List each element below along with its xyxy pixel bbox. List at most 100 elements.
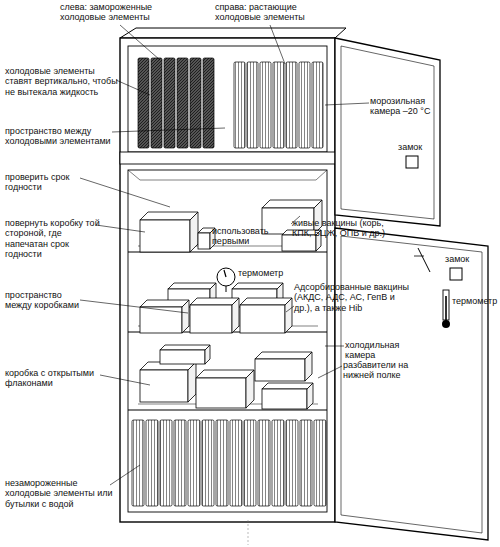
lock-symbol bbox=[450, 268, 462, 280]
cold-pack bbox=[160, 420, 172, 506]
callout-label: замок bbox=[398, 142, 438, 152]
box-side bbox=[188, 362, 196, 402]
leader-line bbox=[110, 465, 140, 485]
cold-pack bbox=[273, 62, 284, 148]
box-front bbox=[196, 378, 246, 408]
box-top bbox=[160, 345, 210, 350]
box-top bbox=[196, 370, 254, 378]
cold-pack bbox=[146, 420, 158, 506]
callout-label: незамороженные холодовые элементы или бу… bbox=[5, 478, 120, 509]
callout-label: слева: замороженные холодовые элементы bbox=[60, 2, 170, 23]
cold-pack bbox=[244, 420, 256, 506]
leader-line bbox=[100, 375, 150, 385]
box-front bbox=[240, 305, 285, 333]
callout-label: справа: растающие холодовые элементы bbox=[215, 2, 345, 23]
vaccine-box bbox=[160, 345, 210, 364]
fridge-door bbox=[335, 228, 488, 540]
thermometer-holder bbox=[414, 256, 424, 257]
callout-label: замок bbox=[445, 254, 485, 264]
vaccine-box bbox=[140, 300, 189, 333]
cold-pack bbox=[230, 420, 242, 506]
cold-pack bbox=[203, 58, 214, 148]
cold-pack bbox=[188, 420, 200, 506]
box-side bbox=[205, 345, 210, 364]
dial-face bbox=[217, 268, 235, 286]
box-side bbox=[190, 212, 198, 252]
box-side bbox=[232, 298, 239, 333]
leader-line bbox=[325, 103, 369, 105]
callout-label: холодильная камера bbox=[345, 340, 430, 361]
vaccine-box bbox=[262, 383, 313, 409]
cabinet-body bbox=[120, 38, 335, 522]
lock-symbol bbox=[406, 156, 418, 168]
callout-label: Адсорбированные вакцины (АКДС, АДС, АС, … bbox=[294, 282, 412, 313]
vaccine-box bbox=[190, 298, 239, 333]
cold-pack bbox=[272, 420, 284, 506]
box-top bbox=[262, 383, 313, 389]
box-top bbox=[140, 212, 198, 220]
box-front bbox=[140, 307, 182, 333]
cold-pack bbox=[258, 420, 270, 506]
callout-label: проверить срок годности bbox=[5, 172, 90, 193]
cold-pack bbox=[216, 420, 228, 506]
thermometer-holder bbox=[418, 248, 430, 272]
box-top bbox=[262, 200, 322, 208]
thermometer-dial bbox=[217, 268, 235, 292]
box-front bbox=[160, 350, 205, 364]
cold-pack bbox=[286, 420, 298, 506]
vaccine-box bbox=[255, 352, 312, 381]
box-front bbox=[140, 220, 190, 252]
vaccine-box bbox=[140, 212, 198, 252]
vaccine-box bbox=[140, 362, 196, 402]
callout-label: повернуть коробку той стороной, где напе… bbox=[5, 218, 105, 259]
cold-pack bbox=[132, 420, 144, 506]
leader-group bbox=[80, 25, 369, 485]
box-front bbox=[255, 359, 305, 381]
leader-line bbox=[96, 225, 145, 232]
cold-pack bbox=[234, 62, 245, 148]
leader-line bbox=[325, 346, 344, 347]
cold-pack bbox=[260, 62, 271, 148]
cold-pack bbox=[151, 58, 162, 148]
vaccine-box bbox=[240, 298, 292, 333]
leader-line bbox=[112, 128, 225, 132]
cold-pack bbox=[286, 62, 297, 148]
perspective-line bbox=[128, 170, 140, 180]
shelf bbox=[128, 409, 327, 410]
leader-line bbox=[318, 366, 342, 378]
box-front bbox=[198, 233, 210, 249]
callout-label: использовать первыми bbox=[212, 226, 274, 247]
leader-line bbox=[270, 25, 285, 64]
box-top bbox=[255, 352, 312, 359]
callout-label: термометр bbox=[452, 296, 500, 306]
dial-needle bbox=[224, 270, 226, 277]
shelf-group bbox=[128, 246, 327, 410]
box-top bbox=[190, 298, 239, 305]
thermometer-mercury bbox=[445, 296, 447, 322]
callout-label: термометр bbox=[238, 268, 298, 278]
callout-label: холодовые элементы ставят вертикально, ч… bbox=[5, 66, 120, 97]
back-wall-line bbox=[140, 180, 316, 181]
callout-label: морозильная камера –20 °С bbox=[370, 96, 432, 117]
cold-pack bbox=[174, 420, 186, 506]
box-side bbox=[182, 300, 189, 333]
vaccine-box bbox=[196, 370, 254, 408]
cold-pack bbox=[164, 58, 175, 148]
leader-line bbox=[286, 306, 294, 312]
compartment-separator bbox=[120, 152, 335, 164]
cold-pack bbox=[177, 58, 188, 148]
box-side bbox=[305, 352, 312, 381]
fridge-door-inner bbox=[341, 236, 482, 533]
cold-pack bbox=[300, 420, 312, 506]
box-side bbox=[285, 298, 292, 333]
cold-pack bbox=[202, 420, 214, 506]
cold-pack bbox=[299, 62, 310, 148]
cold-pack bbox=[138, 58, 149, 148]
freezer-door-inner bbox=[341, 46, 434, 219]
callout-label: разбавители на нижней полке bbox=[343, 360, 423, 381]
box-top bbox=[240, 298, 292, 305]
callout-label: коробка с открытыми флаконами bbox=[5, 368, 110, 389]
callout-label: пространство между холодовыми элементами bbox=[5, 126, 117, 147]
callout-label: живые вакцины (корь, КПК, БЦЖ, ОПВ и др.… bbox=[292, 218, 387, 239]
